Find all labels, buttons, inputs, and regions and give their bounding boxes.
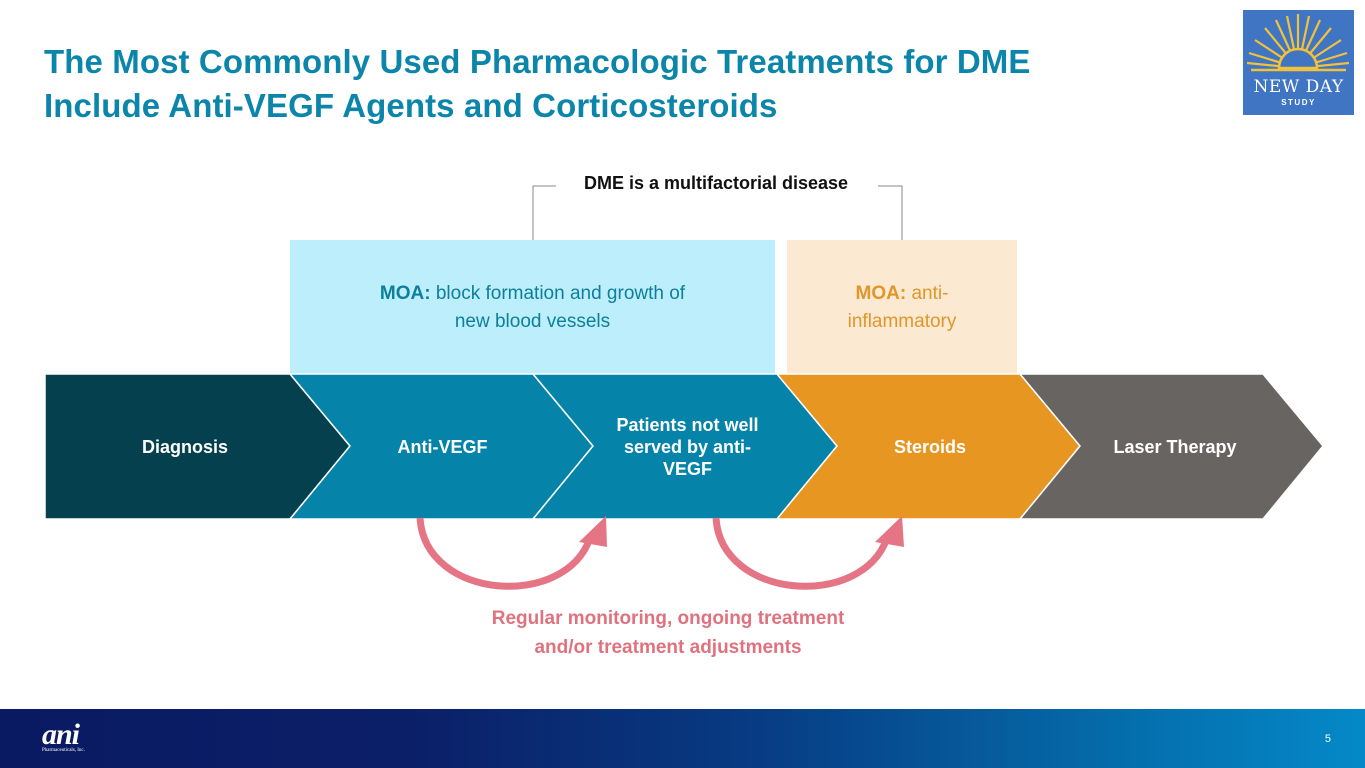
moa-text: anti-inflammatory [847, 282, 957, 332]
slide-title-line-2: Include Anti-VEGF Agents and Corticoster… [44, 87, 778, 124]
moa-box-steroids: MOA: anti-inflammatory [787, 240, 1017, 375]
loop-arrow-2 [712, 517, 891, 590]
moa-text: block formation and growth of new blood … [435, 282, 686, 332]
bracket-left-line [532, 185, 556, 240]
bracket-right-line [878, 185, 903, 240]
step-anti-vegf: Anti-VEGF [397, 436, 488, 457]
slide-title-line-1: The Most Commonly Used Pharmacologic Tre… [44, 43, 1031, 80]
step-laser-therapy: Laser Therapy [1113, 436, 1237, 457]
bracket-connector [532, 185, 903, 240]
moa-box-anti-vegf: MOA: block formation and growth of new b… [290, 240, 775, 375]
step-shape-laser-therapy [1018, 373, 1324, 520]
sunrise-icon [1246, 14, 1350, 72]
loop-arrow-2-head [875, 516, 904, 547]
moa-prefix: MOA: [855, 282, 907, 304]
slide-title: The Most Commonly Used Pharmacologic Tre… [44, 40, 1194, 128]
page-number: 5 [1324, 733, 1331, 745]
loop-caption: Regular monitoring, ongoing treatment an… [491, 608, 845, 658]
footer-bar: ani Pharmaceuticals, Inc. 5 [0, 709, 1365, 768]
step-diagnosis: Diagnosis [141, 436, 229, 457]
bracket-label: DME is a multifactorial disease [583, 173, 849, 193]
moa-prefix: MOA: [379, 282, 431, 304]
ani-logo: ani Pharmaceuticals, Inc. [42, 718, 85, 754]
logo-name: NEW DAY [1253, 77, 1344, 97]
loop-arrow-1-head [579, 516, 607, 547]
step-steroids: Steroids [893, 436, 967, 457]
process-flow [44, 373, 1324, 590]
logo-subtitle: STUDY [1281, 98, 1316, 107]
ani-logo-subtitle: Pharmaceuticals, Inc. [42, 748, 85, 753]
new-day-study-logo: NEW DAY STUDY [1243, 10, 1354, 115]
step-not-well-served: Patients not well served by anti-VEGF [616, 414, 759, 479]
loop-arrow-1 [416, 517, 594, 590]
ani-logo-wordmark: ani [42, 718, 80, 751]
